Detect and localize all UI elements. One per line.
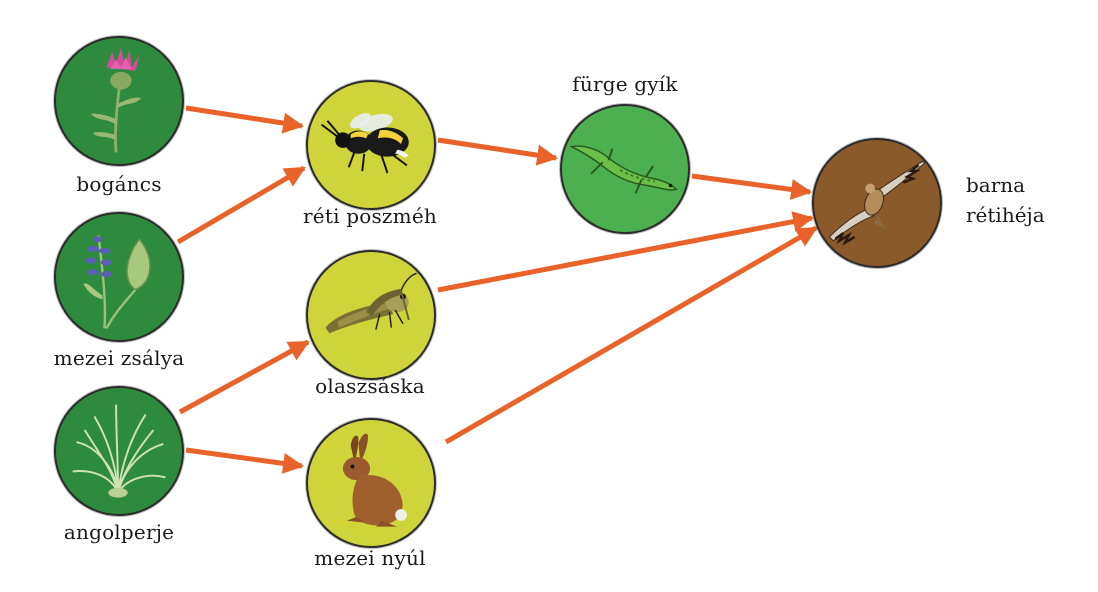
node-angolperje [54, 386, 184, 516]
label-poszmeh: réti poszméh [303, 204, 437, 228]
node-retiheja [812, 138, 942, 268]
arrow-olaszsaska-to-retiheja [437, 211, 815, 293]
arrow-angolperje-to-nyul [185, 447, 305, 474]
label-angolperje: angolperje [63, 520, 175, 544]
label-olaszsaska: olaszsáska [315, 374, 425, 398]
harrier-icon [828, 160, 926, 246]
arrow-zsalya-to-poszmeh [176, 165, 306, 245]
grasshopper-icon [325, 272, 417, 334]
hare-icon [342, 433, 407, 527]
lizard-icon [569, 145, 678, 194]
node-gyik [560, 104, 690, 234]
node-boganc [54, 36, 184, 166]
node-nyul [306, 418, 436, 548]
arrow-nyul-to-retiheja [444, 225, 818, 445]
label-retiheja-line2: rétihéja [966, 203, 1045, 227]
grass-icon [72, 404, 166, 498]
arrow-gyik-to-retiheja [691, 173, 813, 200]
sage-icon [83, 235, 151, 329]
label-nyul: mezei nyúl [314, 546, 426, 570]
label-boganc: bogáncs [76, 172, 162, 196]
label-retiheja: barna rétihéja [966, 170, 1045, 230]
label-zsalya: mezei zsálya [53, 346, 185, 370]
node-zsalya [54, 212, 184, 342]
thistle-icon [90, 47, 142, 153]
label-retiheja-line1: barna [966, 173, 1026, 197]
bumblebee-icon [320, 113, 409, 174]
arrow-angolperje-to-olaszsaska [178, 339, 310, 415]
arrow-boganc-to-poszmeh [185, 105, 305, 134]
node-poszmeh [306, 80, 436, 210]
node-olaszsaska [306, 250, 436, 380]
arrow-poszmeh-to-gyik [437, 137, 559, 166]
label-gyik: fürge gyík [572, 72, 678, 96]
